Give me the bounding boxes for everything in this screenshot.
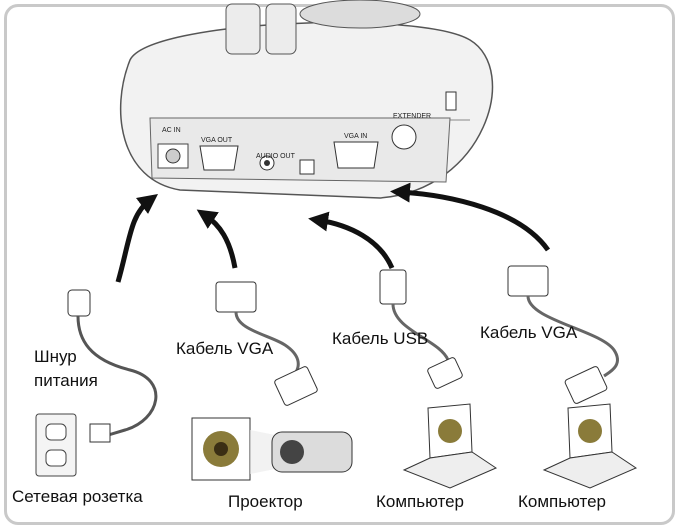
port-label-vga-out: VGA OUT (201, 137, 233, 144)
laptop-icon-1 (402, 403, 498, 489)
port-label-ac-in: AC IN (162, 127, 181, 134)
laptop-icon-2 (542, 403, 638, 489)
wall-outlet-icon (35, 413, 77, 477)
label-computer-1: Компьютер (376, 492, 464, 511)
label-computer-2: Компьютер (518, 492, 606, 511)
usb-cable (379, 269, 463, 389)
label-power-cord-line2: питания (34, 371, 98, 390)
document-camera (119, 0, 494, 199)
label-projector: Проектор (228, 492, 303, 511)
label-power-cord-line1: Шнур (34, 347, 77, 366)
arrow-usb (308, 211, 395, 270)
label-vga-cable-1: Кабель VGA (176, 339, 274, 358)
label-vga-cable-2: Кабель VGA (480, 323, 578, 342)
vga-cable-2 (507, 265, 619, 404)
arrow-vga-in (390, 182, 551, 252)
port-label-extender: EXTENDER (393, 113, 431, 120)
arrow-vga-out (196, 209, 238, 269)
port-label-vga-in: VGA IN (344, 133, 367, 140)
label-usb-cable: Кабель USB (332, 329, 429, 348)
vga-cable-1 (215, 281, 318, 406)
arrow-power (115, 193, 158, 283)
power-cord (67, 289, 158, 443)
label-outlet: Сетевая розетка (12, 487, 143, 506)
projector-icon (191, 417, 353, 481)
port-label-audio-out: AUDIO OUT (256, 153, 296, 160)
